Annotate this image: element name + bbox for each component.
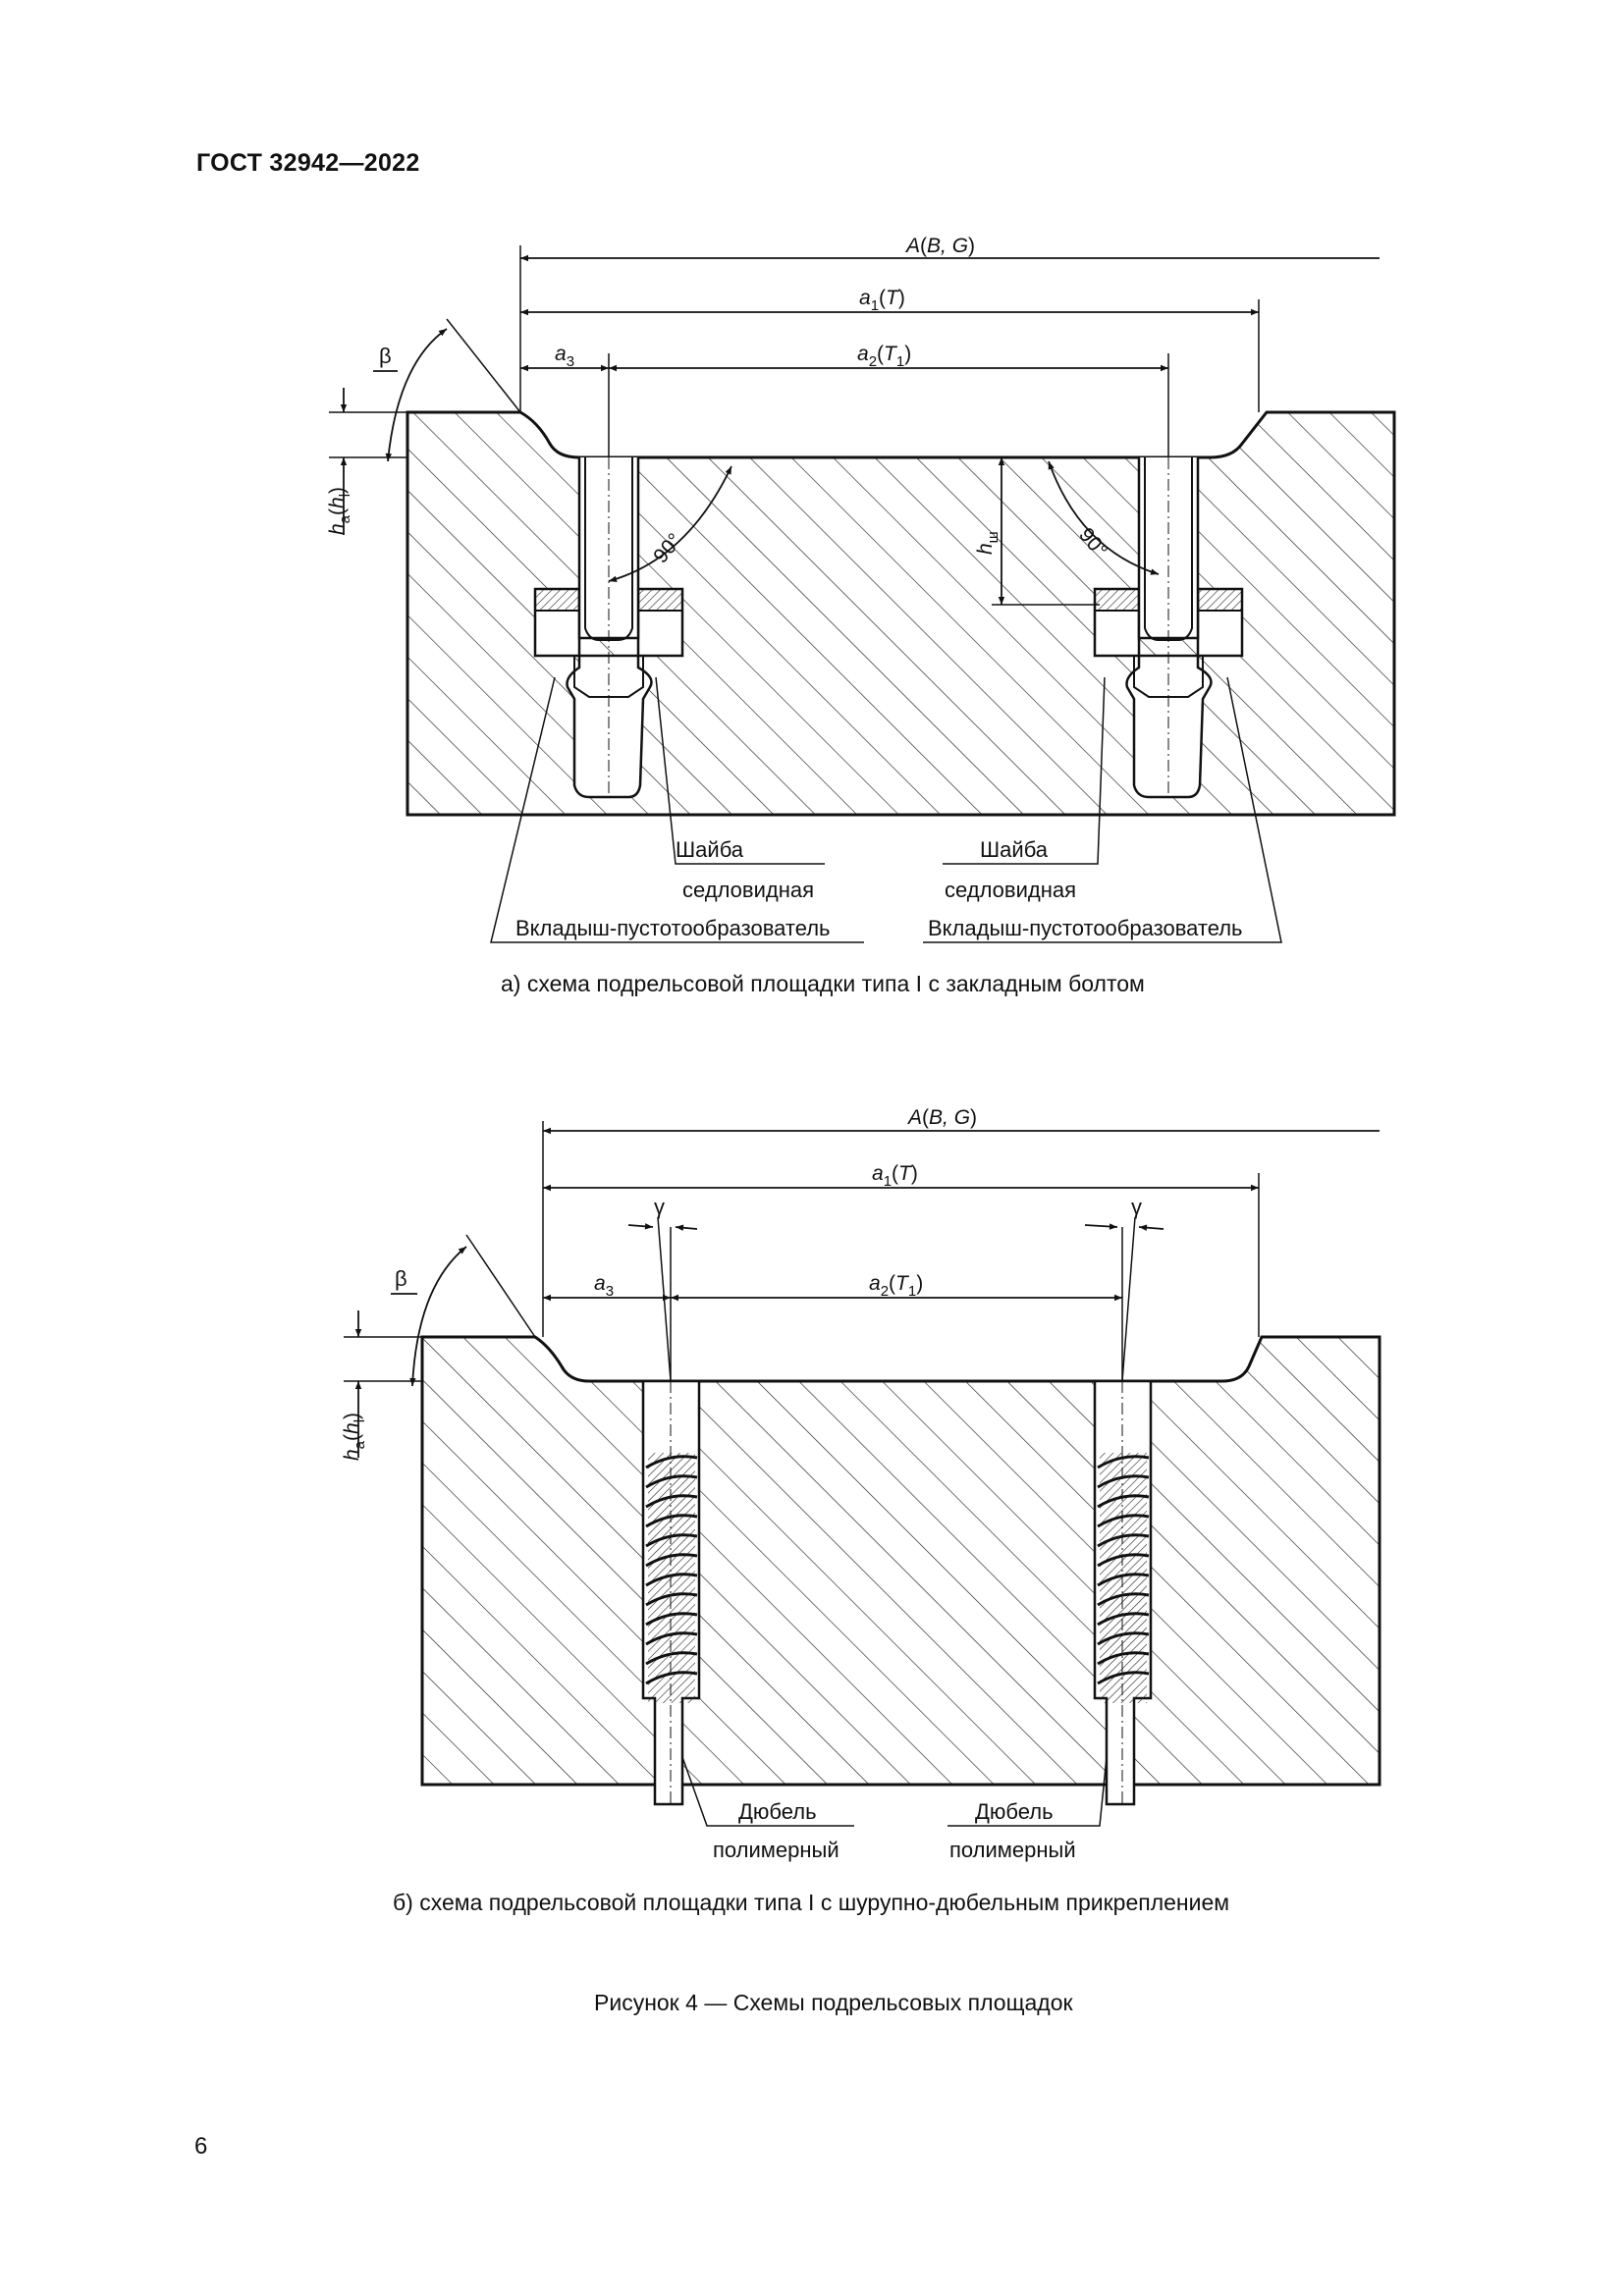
figure-caption: Рисунок 4 — Схемы подрельсовых площадок bbox=[594, 1990, 1074, 2015]
dim-label-A-a: A(B, G) bbox=[904, 235, 975, 257]
dim-label-a2-b: a2(T1) bbox=[869, 1272, 923, 1300]
dim-label-a2-a: a2(T1) bbox=[857, 343, 911, 370]
dowel-left bbox=[641, 1379, 701, 1806]
angle-arc-beta-a bbox=[385, 328, 448, 462]
document-header: ГОСТ 32942—2022 bbox=[196, 149, 420, 177]
leaders-a bbox=[490, 676, 1282, 943]
angle-label-beta-a: β bbox=[379, 344, 392, 368]
dim-label-h-a: ha(hl) bbox=[326, 487, 353, 535]
angle-gamma-right bbox=[1084, 1223, 1118, 1230]
page-number: 6 bbox=[194, 2133, 208, 2160]
label-washer-left-1: Шайба bbox=[676, 837, 744, 862]
dim-label-a3-b: a3 bbox=[594, 1272, 614, 1300]
angle-arc-beta-b bbox=[409, 1246, 467, 1387]
angle-arc-90-left bbox=[608, 465, 732, 582]
dim-label-h-b: ha(hl) bbox=[341, 1413, 368, 1461]
sleeper-body-b bbox=[420, 1335, 1381, 1787]
angle-gamma-left bbox=[627, 1223, 654, 1230]
caption-b: б) схема подрельсовой площадки типа I с … bbox=[393, 1890, 1229, 1915]
dim-label-a1-a: a1(T) bbox=[859, 287, 905, 314]
angle-label-gamma-left: γ bbox=[654, 1195, 665, 1219]
leaders-b bbox=[681, 1756, 1108, 1827]
label-washer-right-2: седловидная bbox=[945, 878, 1076, 902]
dim-label-hsh-a: hш bbox=[974, 531, 1001, 555]
label-dowel-left-1: Дюбель bbox=[738, 1799, 817, 1824]
dim-label-a3-a: a3 bbox=[555, 343, 574, 370]
dim-label-A-b: A(B, G) bbox=[906, 1106, 977, 1129]
angle-arc-90-right bbox=[1048, 460, 1160, 575]
label-dowel-right-2: полимерный bbox=[949, 1838, 1076, 1862]
figure-b: A(B, G) a1(T) a3 a2(T1) β γ γ ha(hl) Дюб… bbox=[341, 1106, 1381, 1915]
figure-a: A(B, G) a1(T) a3 a2(T1) β ha(hl) hш 90° … bbox=[326, 235, 1396, 996]
label-insert-right: Вкладыш-пустотообразователь bbox=[928, 916, 1243, 940]
dowel-right bbox=[1093, 1379, 1153, 1806]
label-washer-right-1: Шайба bbox=[980, 837, 1049, 862]
angle-label-beta-b: β bbox=[395, 1266, 407, 1291]
caption-a: а) схема подрельсовой площадки типа I с … bbox=[501, 971, 1145, 996]
angle-label-gamma-right: γ bbox=[1131, 1195, 1142, 1219]
dim-label-a1-b: a1(T) bbox=[872, 1162, 918, 1190]
label-insert-left: Вкладыш-пустотообразователь bbox=[515, 916, 831, 940]
label-washer-left-2: седловидная bbox=[682, 878, 814, 902]
label-dowel-right-1: Дюбель bbox=[975, 1799, 1054, 1824]
label-dowel-left-2: полимерный bbox=[713, 1838, 839, 1862]
embedded-bolt-right bbox=[1093, 457, 1244, 799]
